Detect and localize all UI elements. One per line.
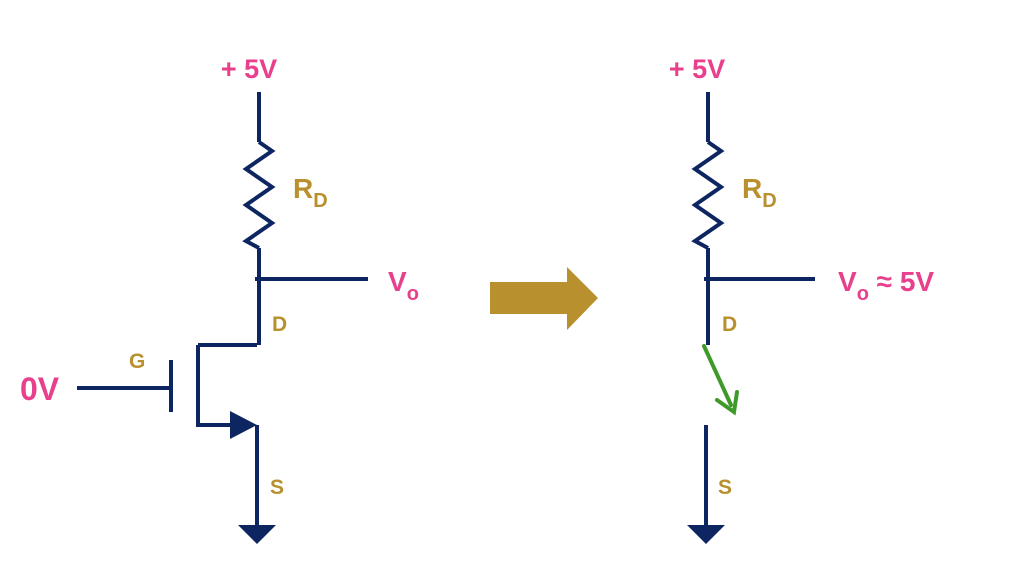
left-drain-label: D [272, 313, 287, 336]
open-switch-arrow-icon [715, 390, 739, 416]
left-resistor-label: RD [293, 173, 328, 212]
open-switch-blade [702, 344, 733, 407]
right-ground-icon [687, 525, 725, 544]
right-circuit: + 5V RD Vo ≈ 5V D S [669, 54, 934, 544]
gate-label: G [129, 350, 145, 373]
transition-arrow-icon [490, 267, 598, 330]
left-output-label: Vo [388, 266, 419, 305]
right-resistor-label: RD [742, 173, 777, 212]
right-resistor [691, 140, 725, 250]
mosfet-arrow-icon [230, 411, 257, 439]
right-output-label: Vo ≈ 5V [838, 266, 934, 305]
right-source-label: S [718, 476, 732, 499]
right-drain-label: D [722, 313, 737, 336]
left-supply-label: + 5V [221, 54, 277, 84]
left-circuit: + 5V RD Vo D G 0V S [20, 54, 419, 544]
left-source-label: S [270, 476, 284, 499]
left-ground-icon [238, 525, 276, 544]
left-resistor [242, 140, 276, 250]
right-supply-label: + 5V [669, 54, 725, 84]
gate-input-label: 0V [20, 371, 60, 407]
